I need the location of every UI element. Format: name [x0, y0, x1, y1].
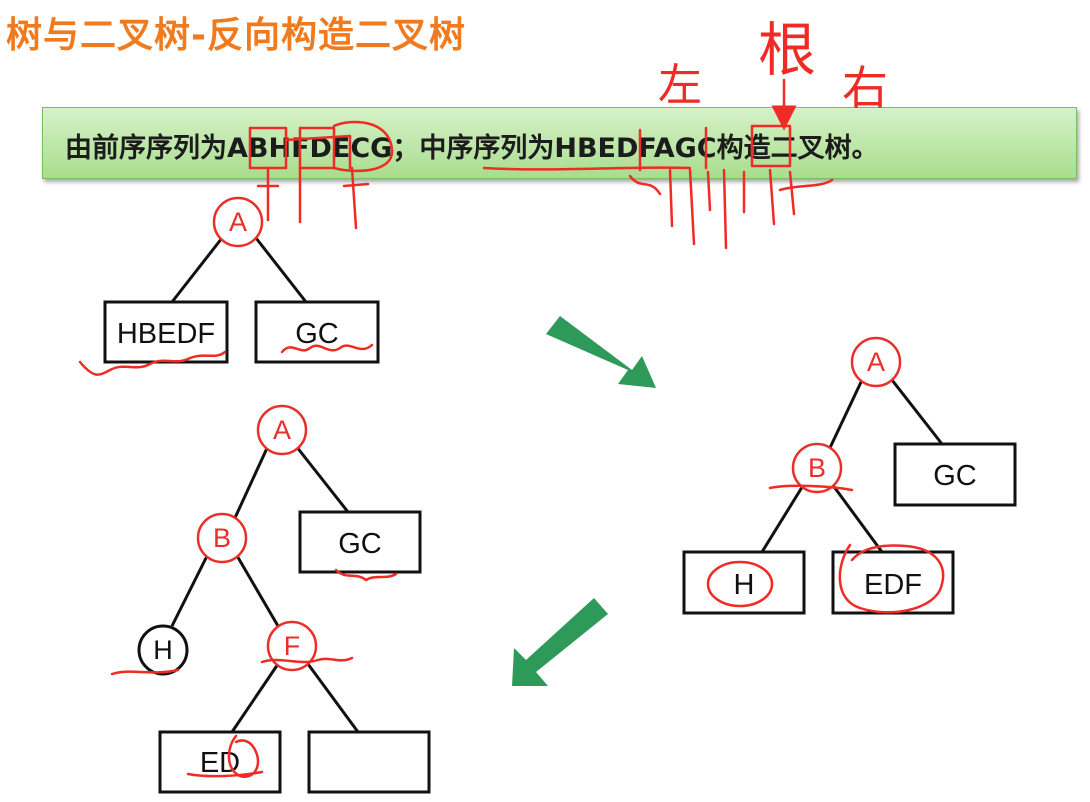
box-label: GC: [933, 460, 977, 492]
node-label: F: [284, 631, 301, 661]
annotation-left: 左: [658, 60, 702, 111]
edge: [890, 379, 944, 445]
subtree-box: [298, 510, 422, 574]
subtree-box: [682, 550, 806, 615]
edge: [170, 553, 210, 627]
diagram-1: A HBEDF GC: [78, 196, 380, 376]
tree-node-a: [850, 336, 902, 388]
arrow-shape: [546, 316, 656, 388]
ink-underline: [110, 668, 180, 676]
ink-circle: [227, 734, 260, 778]
ink-circle: [838, 543, 945, 614]
ink-underline: [482, 166, 692, 171]
ink-box: [248, 126, 288, 170]
diagram-2: A B GC H EDF: [682, 336, 1017, 615]
node-label: A: [229, 207, 247, 237]
tree-node-a: [256, 404, 308, 456]
box-label: H: [734, 569, 755, 601]
node-label: B: [808, 453, 826, 483]
ink-scribble: [260, 656, 354, 664]
ink-box: [298, 126, 336, 170]
slide-title: 树与二叉树-反向构造二叉树: [6, 15, 466, 56]
tree-node-b: [196, 512, 248, 564]
tree-node-b: [791, 442, 843, 494]
edge: [306, 663, 360, 733]
edge: [170, 237, 224, 303]
ink-marks: [638, 126, 708, 172]
ink-underline: [768, 484, 854, 492]
subtree-box: [893, 442, 1017, 507]
edge: [294, 445, 350, 513]
tree-node-a: [212, 196, 264, 248]
annotation-right: 右: [842, 61, 888, 115]
annotation-root: 根: [758, 16, 816, 84]
edge: [234, 553, 280, 627]
problem-banner: 由前序序列为ABHFDECG；中序序列为HBEDFAGC构造二叉树。: [42, 107, 1077, 179]
ink-scribble: [280, 343, 374, 354]
ink-circle: [706, 560, 774, 608]
tree-node-f: [266, 620, 318, 672]
edge: [254, 237, 308, 303]
box-label: EDF: [864, 569, 922, 601]
ink-scribble: [334, 568, 398, 582]
edge: [830, 483, 884, 553]
arrow-shape: [512, 598, 608, 686]
ink-scribble: [78, 350, 227, 376]
box-label: ED: [200, 747, 240, 779]
handwritten-annotations: 左 根 右: [248, 16, 888, 250]
tree-node-h: [137, 624, 189, 676]
ink-box: [750, 124, 792, 168]
ink-marks: [628, 168, 834, 250]
node-label: H: [153, 635, 173, 665]
box-label: HBEDF: [117, 318, 215, 350]
subtree-box: [158, 730, 282, 794]
edge: [760, 483, 806, 553]
edge: [826, 379, 864, 453]
edge: [232, 445, 270, 521]
node-label: A: [273, 415, 291, 445]
subtree-box: [254, 300, 380, 364]
ink-circle: [332, 120, 394, 173]
node-label: A: [867, 347, 885, 377]
node-label: B: [213, 523, 231, 553]
box-label: GC: [338, 528, 382, 560]
problem-text: 由前序序列为ABHFDECG；中序序列为HBEDFAGC构造二叉树。: [65, 133, 879, 164]
subtree-box: [307, 730, 431, 794]
edge: [230, 663, 280, 733]
ink-marks: [256, 166, 370, 230]
ink-mark: [284, 134, 352, 170]
diagram-3: A B GC H F ED: [110, 404, 431, 794]
ink-underline: [186, 770, 264, 778]
